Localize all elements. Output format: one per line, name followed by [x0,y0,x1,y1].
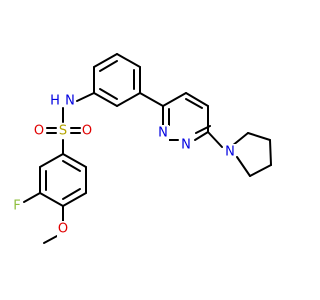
atom-label-f: F [13,199,20,214]
bond [185,92,209,107]
atom-label-o-sulfonyl-left: O [34,124,44,139]
bond [116,53,141,68]
bond [139,92,164,107]
bond [76,92,95,102]
bond [39,153,64,168]
atom-label-background [57,123,69,139]
atom-label-background [57,221,69,237]
bond [207,131,223,148]
bonds [23,53,272,244]
atom-label-o-sulfonyl-right: O [82,124,92,139]
bond [93,92,118,107]
bond [236,156,251,177]
atom-label-background [81,123,93,139]
bond [62,192,87,207]
atom-label-s: S [59,124,67,139]
bond [93,53,118,68]
bond [99,88,118,100]
atom-label-pyrrolidine-n: N [225,145,235,160]
atom-label-nh-h: H [50,94,60,109]
atom-label-background [180,137,192,153]
bond [162,92,187,107]
atom-label-pyridazine-n1: N [158,126,168,141]
atom-label-background [11,198,23,214]
atom-label-background [157,125,169,141]
bond [249,164,272,177]
atom-label-o-methoxy: O [58,222,68,237]
atom-label-background [49,93,61,109]
bond [39,192,64,207]
atom-label-background [224,144,236,160]
bond [194,131,209,141]
atom-label-background [64,93,76,109]
molecule-structure: F O S O O N H N N N [11,53,272,244]
atom-label-pyridazine-n2: N [181,138,191,153]
bond [62,153,87,168]
bond [247,132,271,141]
bond [185,98,203,109]
atom-label-background [33,123,45,139]
bond [116,92,141,107]
bond [99,60,118,72]
bond [62,188,81,200]
atom-labels: F O S O O N H N N N [11,93,236,237]
atom-label-nh-n: N [65,94,75,109]
bond [269,139,272,166]
bond [23,192,41,203]
bond [62,160,81,172]
bond [231,132,249,147]
bond [43,235,58,244]
